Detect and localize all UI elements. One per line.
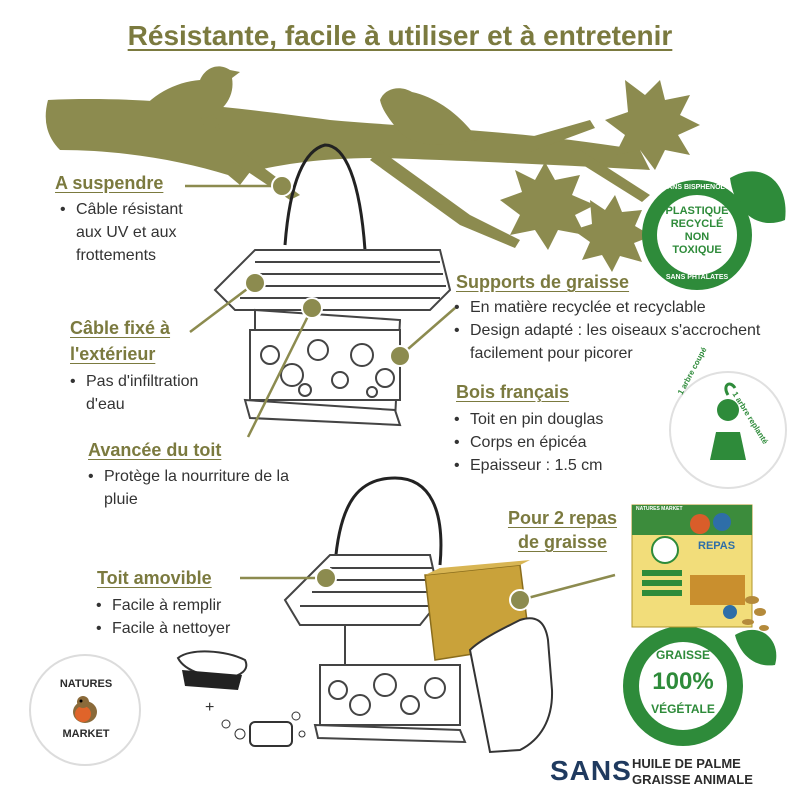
logo-line-2: MARKET	[62, 728, 110, 740]
list-item: Facile à remplir	[94, 594, 274, 617]
plastique-line-1: PLASTIQUE	[665, 205, 729, 217]
list-item: Protège la nourriture de la pluie	[86, 465, 296, 511]
bird-silhouettes	[135, 66, 478, 145]
heading-suspendre: A suspendre	[55, 173, 164, 193]
heading-bois: Bois français	[456, 382, 570, 402]
brush-illustration: +	[176, 650, 306, 747]
feeder-top	[213, 249, 452, 427]
tree-badge	[669, 371, 787, 489]
seeds	[742, 596, 769, 631]
plastique-line-3: NON	[684, 231, 710, 243]
heading-toit-amovible: Toit amovible	[97, 568, 212, 588]
list-supports: En matière recyclée et recyclable Design…	[452, 296, 792, 365]
sans-line-2: GRAISSE ANIMALE	[632, 772, 753, 787]
graisse-top: GRAISSE	[655, 648, 710, 662]
plastique-line-4: TOXIQUE	[672, 244, 722, 256]
product-brand: NATURES MARKET	[636, 506, 683, 512]
heading-repas-2: de graisse	[517, 532, 608, 552]
list-suspendre: Câble résistant aux UV et aux frottement…	[58, 198, 208, 267]
list-item: Epaisseur : 1.5 cm	[452, 454, 652, 477]
heading-repas-1: Pour 2 repas	[507, 508, 618, 528]
badge-ring-top: SANS BISPHENOL A	[662, 184, 732, 191]
sans-big: SANS	[550, 755, 632, 786]
maple-leaves	[500, 80, 700, 272]
graisse-bottom: VÉGÉTALE	[651, 702, 715, 716]
list-toit-amovible: Facile à remplir Facile à nettoyer	[94, 594, 274, 640]
plastique-badge	[642, 171, 786, 290]
list-cable-fixe: Pas d'infiltration d'eau	[68, 370, 228, 416]
graisse-pct: 100%	[652, 668, 714, 695]
list-item: Pas d'infiltration d'eau	[68, 370, 228, 416]
sans-line-1: HUILE DE PALME	[632, 756, 741, 771]
list-item: Facile à nettoyer	[94, 617, 274, 640]
branch-illustration	[45, 99, 650, 248]
heading-cable-fixe-2: l'extérieur	[70, 344, 156, 364]
product-pack	[631, 504, 753, 628]
list-item: Design adapté : les oiseaux s'accrochent…	[452, 319, 792, 365]
logo-line-1: NATURES	[59, 678, 113, 690]
list-avancee: Protège la nourriture de la pluie	[86, 465, 296, 511]
heading-cable-fixe-1: Câble fixé à	[70, 318, 171, 338]
plastique-badge-text: PLASTIQUE RECYCLÉ NON TOXIQUE	[640, 205, 754, 257]
heading-avancee: Avancée du toit	[88, 440, 222, 460]
list-bois: Toit en pin douglas Corps en épicéa Epai…	[452, 408, 652, 477]
page-title: Résistante, facile à utiliser et à entre…	[127, 20, 673, 51]
list-item: En matière recyclée et recyclable	[452, 296, 792, 319]
product-title: REPAS	[698, 540, 736, 552]
list-item: Toit en pin douglas	[452, 408, 652, 431]
robin-icon	[65, 692, 105, 726]
list-item: Corps en épicéa	[452, 431, 652, 454]
heading-supports: Supports de graisse	[456, 272, 630, 292]
graisse-badge	[623, 626, 777, 746]
badge-ring-bottom: SANS PHTALATES	[665, 274, 729, 281]
plastique-line-2: RECYCLÉ	[670, 218, 724, 230]
list-item: Câble résistant aux UV et aux frottement…	[58, 198, 208, 267]
svg-text:+: +	[205, 699, 214, 716]
